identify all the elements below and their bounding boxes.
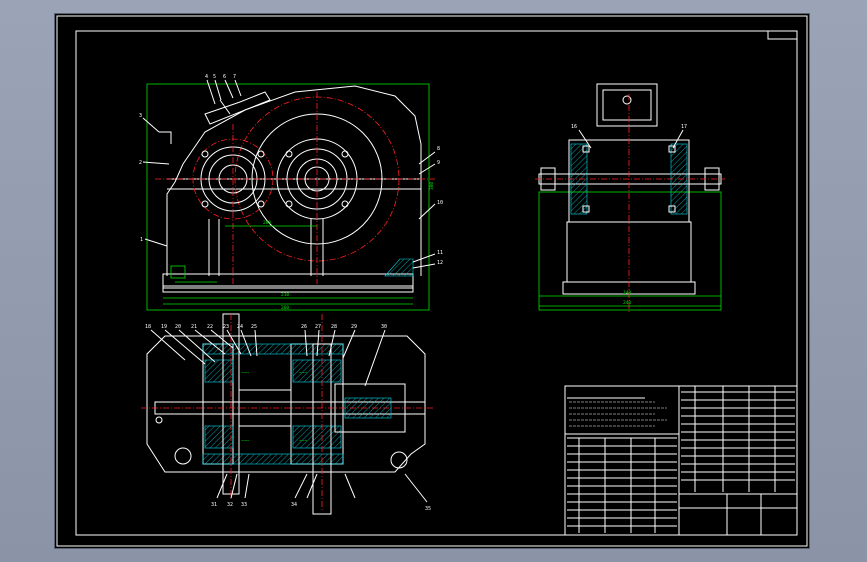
gear-reducer-drawing: 210 260 280 380 1 2 3 4 5 6 7 8 9 10 11 … — [56, 15, 808, 547]
plan-callout-15: 32 — [227, 502, 233, 508]
side-callout-2: 17 — [681, 124, 687, 130]
front-dim-2: 260 — [281, 305, 289, 311]
plan-callout-9: 26 — [301, 324, 307, 330]
plan-callout-2: 19 — [161, 324, 167, 330]
drawing-number-box — [767, 30, 798, 40]
front-callout-8: 8 — [437, 146, 440, 152]
front-callout-10: 10 — [437, 200, 443, 206]
front-callout-12: 12 — [437, 260, 443, 266]
plan-callout-3: 20 — [175, 324, 181, 330]
cad-model-viewport[interactable]: 210 260 280 380 1 2 3 4 5 6 7 8 9 10 11 … — [55, 14, 809, 548]
plan-section-view: ~~~ ~~~ ~~~ ~~~ 18 19 — [141, 313, 433, 515]
side-callout-1: 16 — [571, 124, 577, 130]
front-callout-7: 7 — [233, 74, 236, 80]
svg-text:~~~: ~~~ — [299, 439, 307, 444]
front-callout-5: 5 — [213, 74, 216, 80]
plan-callout-16: 33 — [241, 502, 247, 508]
plan-callout-11: 28 — [331, 324, 337, 330]
plan-callout-7: 24 — [237, 324, 243, 330]
drawing-outer-frame — [56, 15, 808, 547]
drawing-inner-frame — [75, 30, 798, 536]
technical-notes — [567, 397, 667, 427]
plan-callout-8: 25 — [251, 324, 257, 330]
plan-callout-1: 18 — [145, 324, 151, 330]
bill-of-materials — [564, 385, 798, 536]
plan-callout-12: 29 — [351, 324, 357, 330]
title-block — [678, 493, 798, 536]
plan-callout-4: 21 — [191, 324, 197, 330]
front-callout-4: 4 — [205, 74, 208, 80]
front-callout-2: 2 — [139, 160, 142, 166]
plan-callout-18: 35 — [425, 506, 431, 512]
front-dim-1: 210 — [281, 292, 289, 298]
plan-callout-6: 23 — [223, 324, 229, 330]
svg-text:~~~: ~~~ — [241, 371, 249, 376]
front-callout-11: 11 — [437, 250, 443, 256]
plan-callout-17: 34 — [291, 502, 297, 508]
side-view: 148 240 16 17 — [535, 83, 725, 314]
front-dim-4: 380 — [429, 182, 435, 190]
front-callout-9: 9 — [437, 160, 440, 166]
front-callout-1: 1 — [140, 237, 143, 243]
plan-callout-13: 30 — [381, 324, 387, 330]
plan-callout-14: 31 — [211, 502, 217, 508]
plan-callout-5: 22 — [207, 324, 213, 330]
front-callout-6: 6 — [223, 74, 226, 80]
front-dim-3: 280 — [263, 220, 271, 226]
side-dim-1: 148 — [623, 290, 631, 296]
front-view: 210 260 280 380 1 2 3 4 5 6 7 8 9 10 11 … — [139, 74, 443, 311]
svg-text:~~~: ~~~ — [299, 371, 307, 376]
plan-callout-10: 27 — [315, 324, 321, 330]
front-callout-3: 3 — [139, 113, 142, 119]
side-dim-2: 240 — [623, 300, 631, 306]
svg-text:~~~: ~~~ — [241, 439, 249, 444]
